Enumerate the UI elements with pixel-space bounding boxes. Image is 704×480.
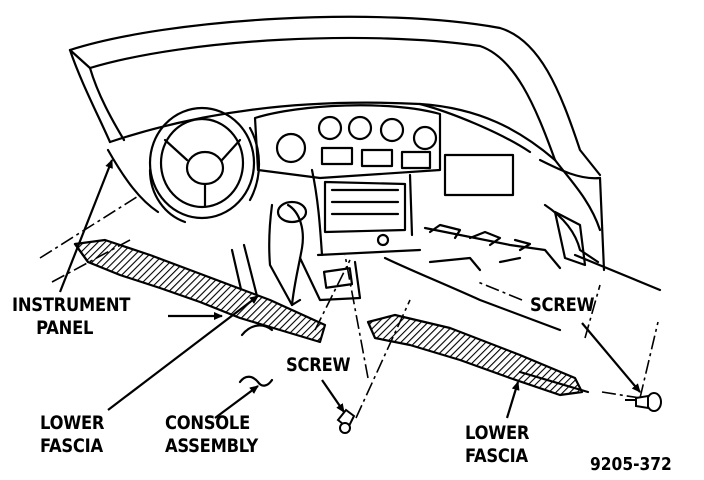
lower-fascia-left-label-line1: LOWER [40,412,105,434]
windshield-frame [68,15,602,177]
lower-fascia-right-arrow [505,381,520,419]
alignment-line [601,391,641,399]
console-assembly-arrow [214,385,259,419]
lower-dash-edge [383,223,562,332]
alignment-line [314,259,351,331]
instrument-cluster [253,104,515,197]
dashboard-top [106,101,602,232]
screw-right-label-text: SCREW [530,294,595,316]
alignment-line [639,321,659,399]
center-stack [298,168,422,302]
alignment-line [355,299,411,419]
console-assembly-label-line1: CONSOLE [165,412,250,434]
figure-number-text: 9205-372 [590,454,672,475]
steering-wheel [148,106,260,224]
lower-fascia-right-label-line2: FASCIA [465,445,528,467]
lower-fascia-right-label: LOWER FASCIA [465,422,529,468]
console-assembly-label-line2: ASSEMBLY [165,435,258,457]
instrument-panel-label-line2: PANEL [36,317,94,339]
instrument-panel-label: INSTRUMENT PANEL [12,294,130,340]
screw-center-part [336,408,356,434]
alignment-line [39,194,141,259]
alignment-line [51,239,131,283]
instrument-panel-arrow [58,159,114,293]
figure-number: 9205-372 [590,454,672,475]
console-wire [238,375,274,387]
lower-fascia-left-label: LOWER FASCIA [40,412,104,458]
console-shifter [230,200,308,337]
screw-center-label-text: SCREW [286,354,351,376]
screw-right-arrow [581,322,641,393]
screw-right-label: SCREW [530,294,595,317]
screw-right-part [625,392,662,412]
screw-center-label: SCREW [286,354,351,377]
console-assembly-label: CONSOLE ASSEMBLY [165,412,258,458]
lower-fascia-left-label-line2: FASCIA [40,435,103,457]
a-pillar [538,158,662,292]
screw-center-arrow [321,379,345,413]
alignment-line [477,281,523,301]
instrument-panel-label-line1: INSTRUMENT [12,294,131,316]
lower-fascia-right-part [366,313,590,397]
alignment-line [344,254,369,379]
lower-fascia-left-arrow [107,295,259,411]
lower-fascia-right-label-line1: LOWER [465,422,530,444]
